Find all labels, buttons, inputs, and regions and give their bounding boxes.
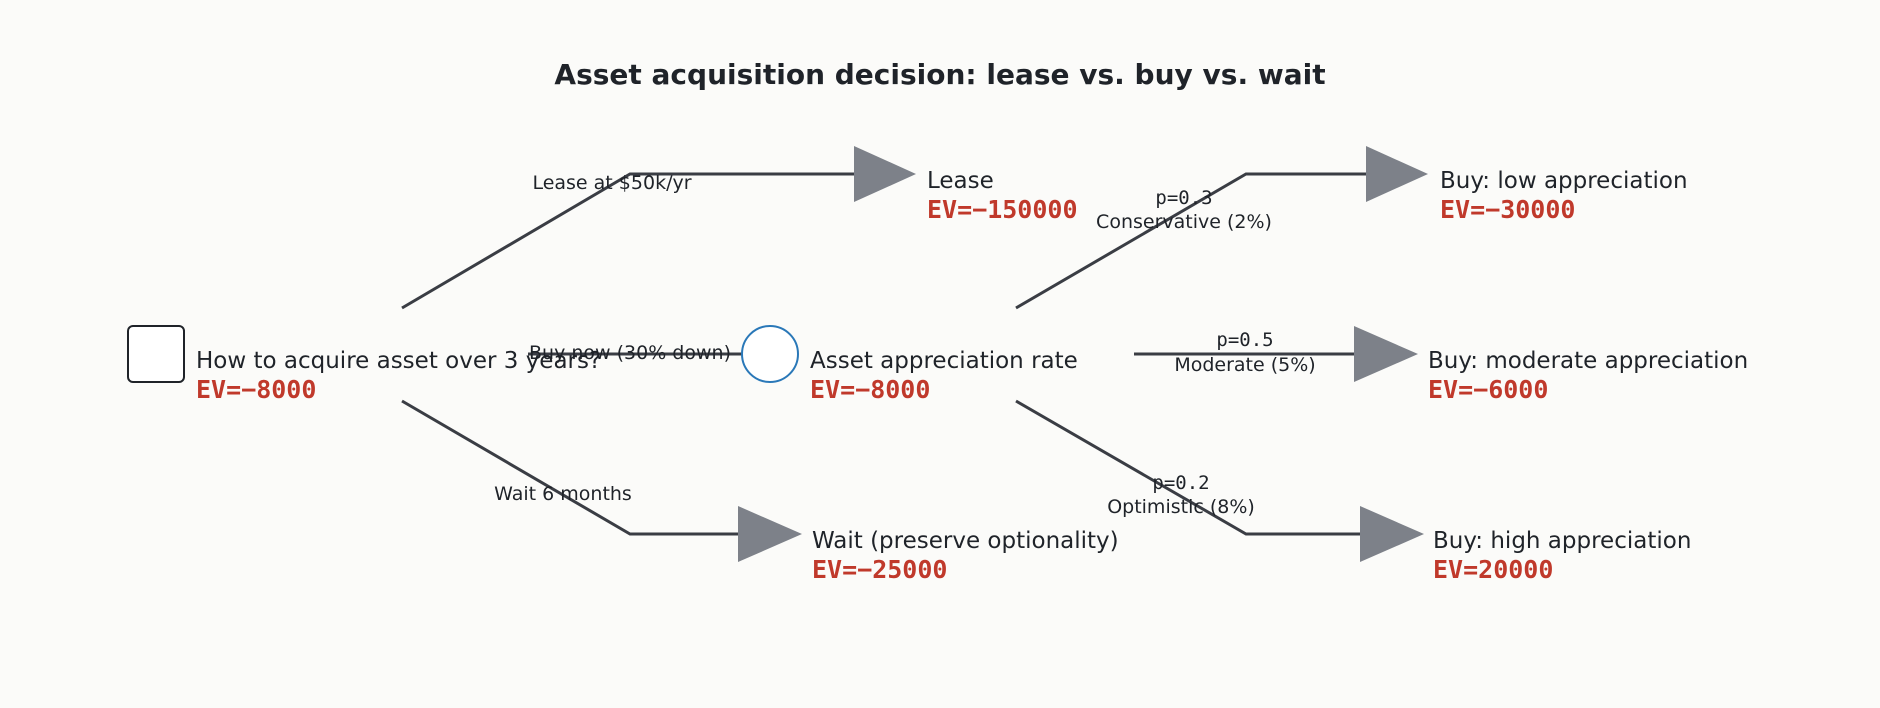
edge-high: p=0.2 Optimistic (8%) bbox=[1015, 399, 1362, 536]
edge-low-label: Conservative (2%) bbox=[1096, 211, 1272, 233]
edge-wait: Wait 6 months bbox=[401, 399, 742, 536]
edge-moderate-label: Moderate (5%) bbox=[1174, 354, 1315, 376]
edge-buy-now: Buy now (30% down) bbox=[528, 342, 742, 364]
edge-wait-label: Wait 6 months bbox=[494, 483, 632, 505]
node-buy-now-label: Asset appreciation rate bbox=[810, 348, 1078, 374]
node-low: Buy: low appreciation EV=−30000 bbox=[1366, 146, 1688, 224]
terminal-node-triangle bbox=[1366, 146, 1428, 202]
node-wait: Wait (preserve optionality) EV=−25000 bbox=[738, 506, 1119, 584]
node-lease-ev: EV=−150000 bbox=[927, 195, 1078, 224]
node-wait-ev: EV=−25000 bbox=[812, 555, 947, 584]
edge-lease: Lease at $50k/yr bbox=[401, 172, 858, 310]
edge-high-label: Optimistic (8%) bbox=[1107, 496, 1255, 518]
terminal-node-triangle bbox=[1360, 506, 1424, 562]
edge-moderate-prob: p=0.5 bbox=[1216, 329, 1273, 351]
edge-lease-label: Lease at $50k/yr bbox=[532, 172, 691, 194]
node-wait-label: Wait (preserve optionality) bbox=[812, 528, 1119, 554]
node-moderate-ev: EV=−6000 bbox=[1428, 375, 1548, 404]
node-moderate-label: Buy: moderate appreciation bbox=[1428, 348, 1748, 374]
edge-high-line bbox=[1015, 399, 1362, 536]
node-high: Buy: high appreciation EV=20000 bbox=[1360, 506, 1691, 584]
terminal-node-triangle bbox=[1354, 326, 1418, 382]
edge-wait-line bbox=[401, 399, 742, 536]
edge-high-prob: p=0.2 bbox=[1152, 472, 1209, 494]
edge-lease-line bbox=[401, 172, 858, 310]
node-moderate: Buy: moderate appreciation EV=−6000 bbox=[1354, 326, 1748, 404]
node-buy-now: Asset appreciation rate EV=−8000 bbox=[741, 325, 1078, 404]
node-high-ev: EV=20000 bbox=[1433, 555, 1553, 584]
node-high-label: Buy: high appreciation bbox=[1433, 528, 1691, 554]
node-root-ev: EV=−8000 bbox=[196, 375, 316, 404]
node-root-label: How to acquire asset over 3 years? bbox=[196, 348, 601, 374]
decision-node-square bbox=[127, 325, 185, 383]
diagram-title: Asset acquisition decision: lease vs. bu… bbox=[554, 58, 1325, 91]
edge-low-prob: p=0.3 bbox=[1155, 187, 1212, 209]
chance-node-circle bbox=[741, 325, 799, 383]
edge-low: p=0.3 Conservative (2%) bbox=[1015, 172, 1368, 310]
node-root: How to acquire asset over 3 years? EV=−8… bbox=[127, 325, 601, 404]
node-lease: Lease EV=−150000 bbox=[854, 146, 1078, 224]
edge-buy-now-label: Buy now (30% down) bbox=[529, 342, 731, 364]
node-low-ev: EV=−30000 bbox=[1440, 195, 1575, 224]
node-low-label: Buy: low appreciation bbox=[1440, 168, 1688, 194]
terminal-node-triangle bbox=[738, 506, 802, 562]
node-lease-label: Lease bbox=[927, 168, 994, 194]
edge-moderate: p=0.5 Moderate (5%) bbox=[1134, 329, 1356, 376]
terminal-node-triangle bbox=[854, 146, 916, 202]
node-buy-now-ev: EV=−8000 bbox=[810, 375, 930, 404]
edge-low-line bbox=[1015, 172, 1368, 310]
